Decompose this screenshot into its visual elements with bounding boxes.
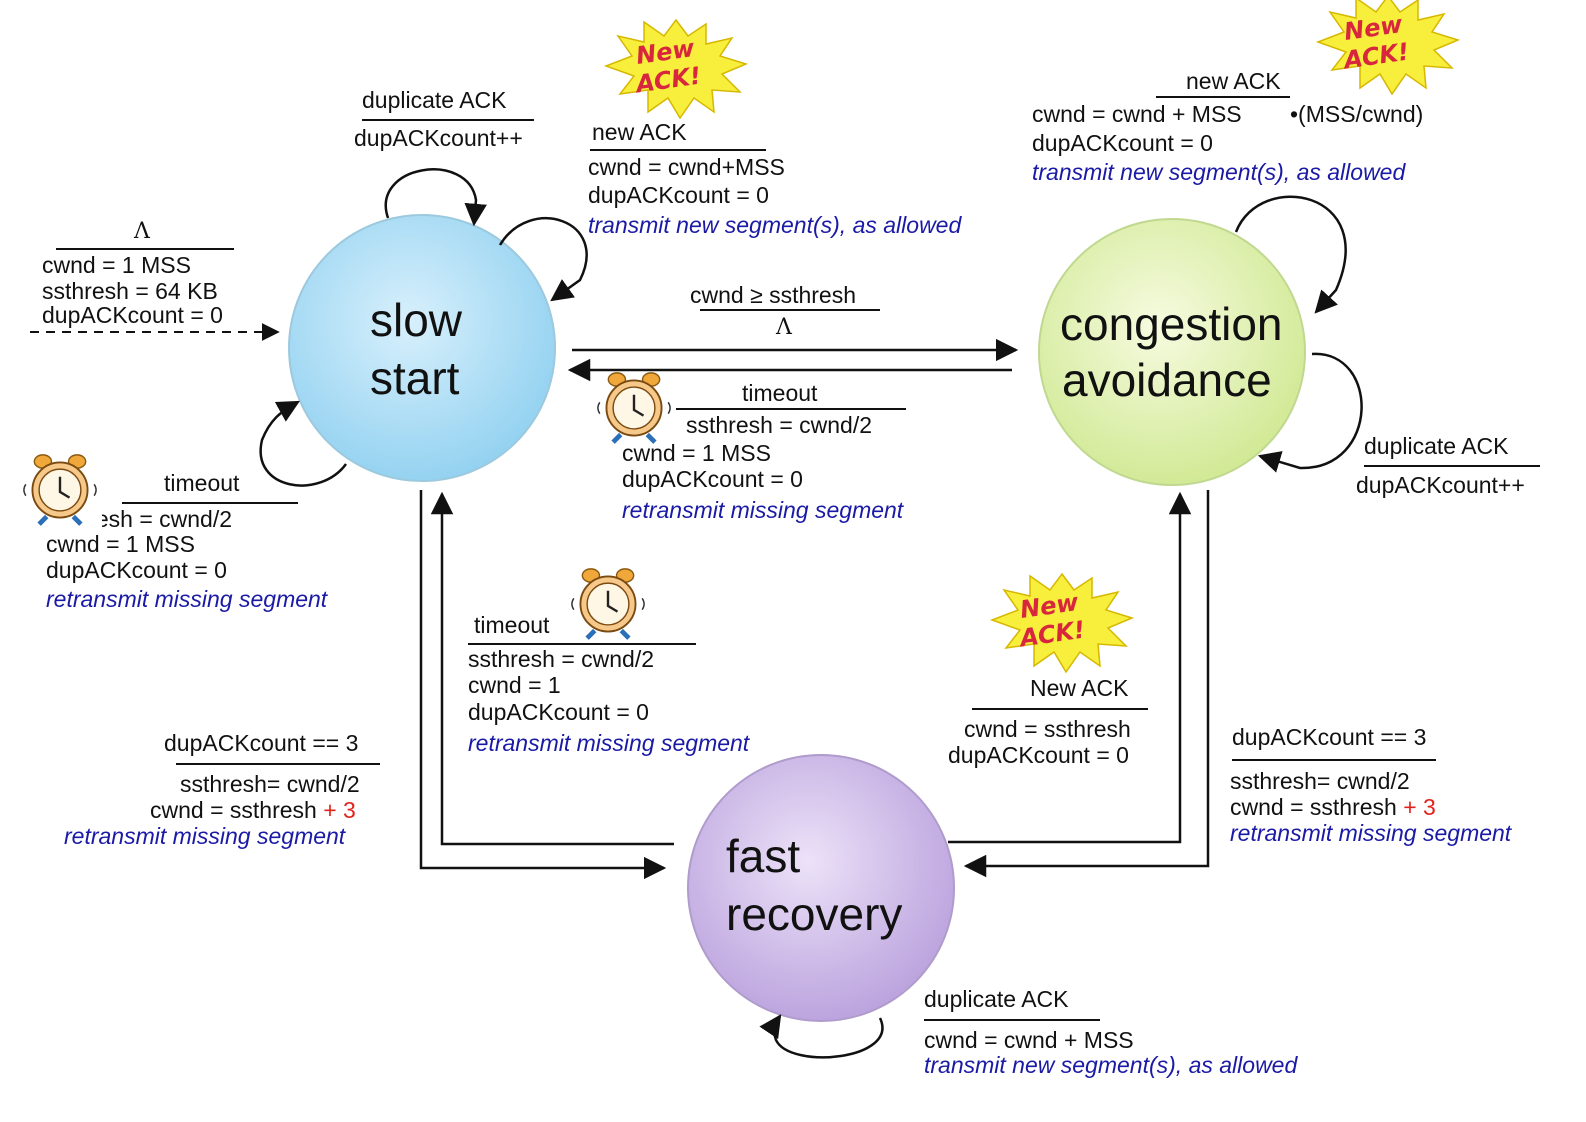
init-action-3: dupACKcount = 0 bbox=[42, 302, 223, 328]
ca-dup-loop bbox=[1257, 352, 1363, 473]
fr-timeout-action-1: ssthresh = cwnd/2 bbox=[468, 646, 655, 672]
fr-timeout-action-2: cwnd = 1 bbox=[468, 672, 561, 698]
fast-recovery-state bbox=[687, 754, 955, 1022]
ss-timeout-action-1: ssthresh = cwnd/2 bbox=[46, 506, 233, 532]
ca-new-action-1: cwnd = cwnd + MSS bbox=[1032, 101, 1242, 127]
ss-new-note: transmit new segment(s), as allowed bbox=[588, 212, 962, 238]
ss-to-ca-event: cwnd ≥ ssthresh bbox=[690, 282, 857, 308]
ca-to-fr-event: dupACKcount == 3 bbox=[1232, 724, 1427, 750]
ss-new-action-1: cwnd = cwnd+MSS bbox=[588, 154, 785, 180]
fr-timeout-note: retransmit missing segment bbox=[468, 730, 750, 756]
fr-timeout-action-3: dupACKcount = 0 bbox=[468, 699, 649, 725]
ss-to-fr-note: retransmit missing segment bbox=[64, 823, 346, 849]
fast-recovery-label-2: recovery bbox=[726, 888, 903, 940]
slow-start-label-2: start bbox=[370, 352, 460, 404]
ca-to-fr-note: retransmit missing segment bbox=[1230, 820, 1512, 846]
alarm-clock-icon bbox=[24, 455, 96, 524]
ca-timeout-note: retransmit missing segment bbox=[622, 497, 904, 523]
ss-to-fr-action-2: cwnd = ssthresh + 3 bbox=[150, 797, 356, 823]
ca-to-fr-plus: + 3 bbox=[1403, 794, 1436, 820]
ss-to-ca-action: Λ bbox=[776, 315, 792, 340]
congestion-avoidance-label-1: congestion bbox=[1060, 298, 1283, 350]
init-action-1: cwnd = 1 MSS bbox=[42, 252, 191, 278]
ss-dup-event: duplicate ACK bbox=[362, 87, 507, 113]
ss-dup-action: dupACKcount++ bbox=[354, 125, 523, 151]
fr-to-ca-event: New ACK bbox=[1030, 675, 1129, 701]
fr-dup-event: duplicate ACK bbox=[924, 986, 1069, 1012]
ss-new-loop bbox=[498, 217, 588, 302]
ss-new-event: new ACK bbox=[592, 119, 687, 145]
fr-to-ca-action-2: dupACKcount = 0 bbox=[948, 742, 1129, 768]
ca-timeout-action-3: dupACKcount = 0 bbox=[622, 466, 803, 492]
ca-dup-event: duplicate ACK bbox=[1364, 433, 1509, 459]
ss-to-fr-action-1: ssthresh= cwnd/2 bbox=[180, 771, 360, 797]
ca-timeout-action-2: cwnd = 1 MSS bbox=[622, 440, 771, 466]
fr-to-ca-arrow bbox=[948, 491, 1192, 844]
ca-timeout-event: timeout bbox=[742, 380, 818, 406]
init-action-2: ssthresh = 64 KB bbox=[42, 278, 218, 304]
alarm-clock-icon bbox=[598, 373, 670, 442]
ss-to-fr-event: dupACKcount == 3 bbox=[164, 730, 359, 756]
ca-to-fr-arrow bbox=[963, 490, 1210, 878]
ss-timeout-action-2: cwnd = 1 MSS bbox=[46, 531, 195, 557]
fr-dup-note: transmit new segment(s), as allowed bbox=[924, 1052, 1298, 1078]
fr-dup-loop bbox=[759, 1014, 884, 1059]
fast-recovery-label-1: fast bbox=[726, 830, 801, 882]
fr-to-ss-arrow bbox=[430, 491, 674, 846]
ca-new-action-2: •(MSS/cwnd) bbox=[1290, 101, 1424, 127]
ca-new-action-3: dupACKcount = 0 bbox=[1032, 130, 1213, 156]
ca-dup-action: dupACKcount++ bbox=[1356, 472, 1525, 498]
fr-dup-action: cwnd = cwnd + MSS bbox=[924, 1027, 1134, 1053]
ca-new-event: new ACK bbox=[1186, 68, 1281, 94]
ss-dup-loop bbox=[384, 168, 487, 227]
ss-to-fr-arrow bbox=[419, 490, 667, 880]
ss-timeout-event: timeout bbox=[164, 470, 240, 496]
ss-timeout-loop bbox=[259, 400, 348, 487]
ca-new-loop bbox=[1234, 195, 1347, 314]
fr-to-ca-action-1: cwnd = ssthresh bbox=[964, 716, 1131, 742]
slow-start-state bbox=[288, 214, 556, 482]
ss-new-action-2: dupACKcount = 0 bbox=[588, 182, 769, 208]
ca-to-fr-action-2: cwnd = ssthresh + 3 bbox=[1230, 794, 1436, 820]
ss-to-fr-plus: + 3 bbox=[323, 797, 356, 823]
ca-timeout-action-1: ssthresh = cwnd/2 bbox=[686, 412, 873, 438]
init-event: Λ bbox=[134, 219, 150, 244]
ca-new-note: transmit new segment(s), as allowed bbox=[1032, 159, 1406, 185]
fr-timeout-event: timeout bbox=[474, 612, 550, 638]
congestion-avoidance-label-2: avoidance bbox=[1062, 354, 1272, 406]
slow-start-label-1: slow bbox=[370, 294, 463, 346]
alarm-clock-icon bbox=[572, 569, 644, 638]
ss-timeout-action-3: dupACKcount = 0 bbox=[46, 557, 227, 583]
ca-to-fr-action-1: ssthresh= cwnd/2 bbox=[1230, 768, 1410, 794]
ss-timeout-note: retransmit missing segment bbox=[46, 586, 328, 612]
congestion-avoidance-state bbox=[1038, 218, 1306, 486]
